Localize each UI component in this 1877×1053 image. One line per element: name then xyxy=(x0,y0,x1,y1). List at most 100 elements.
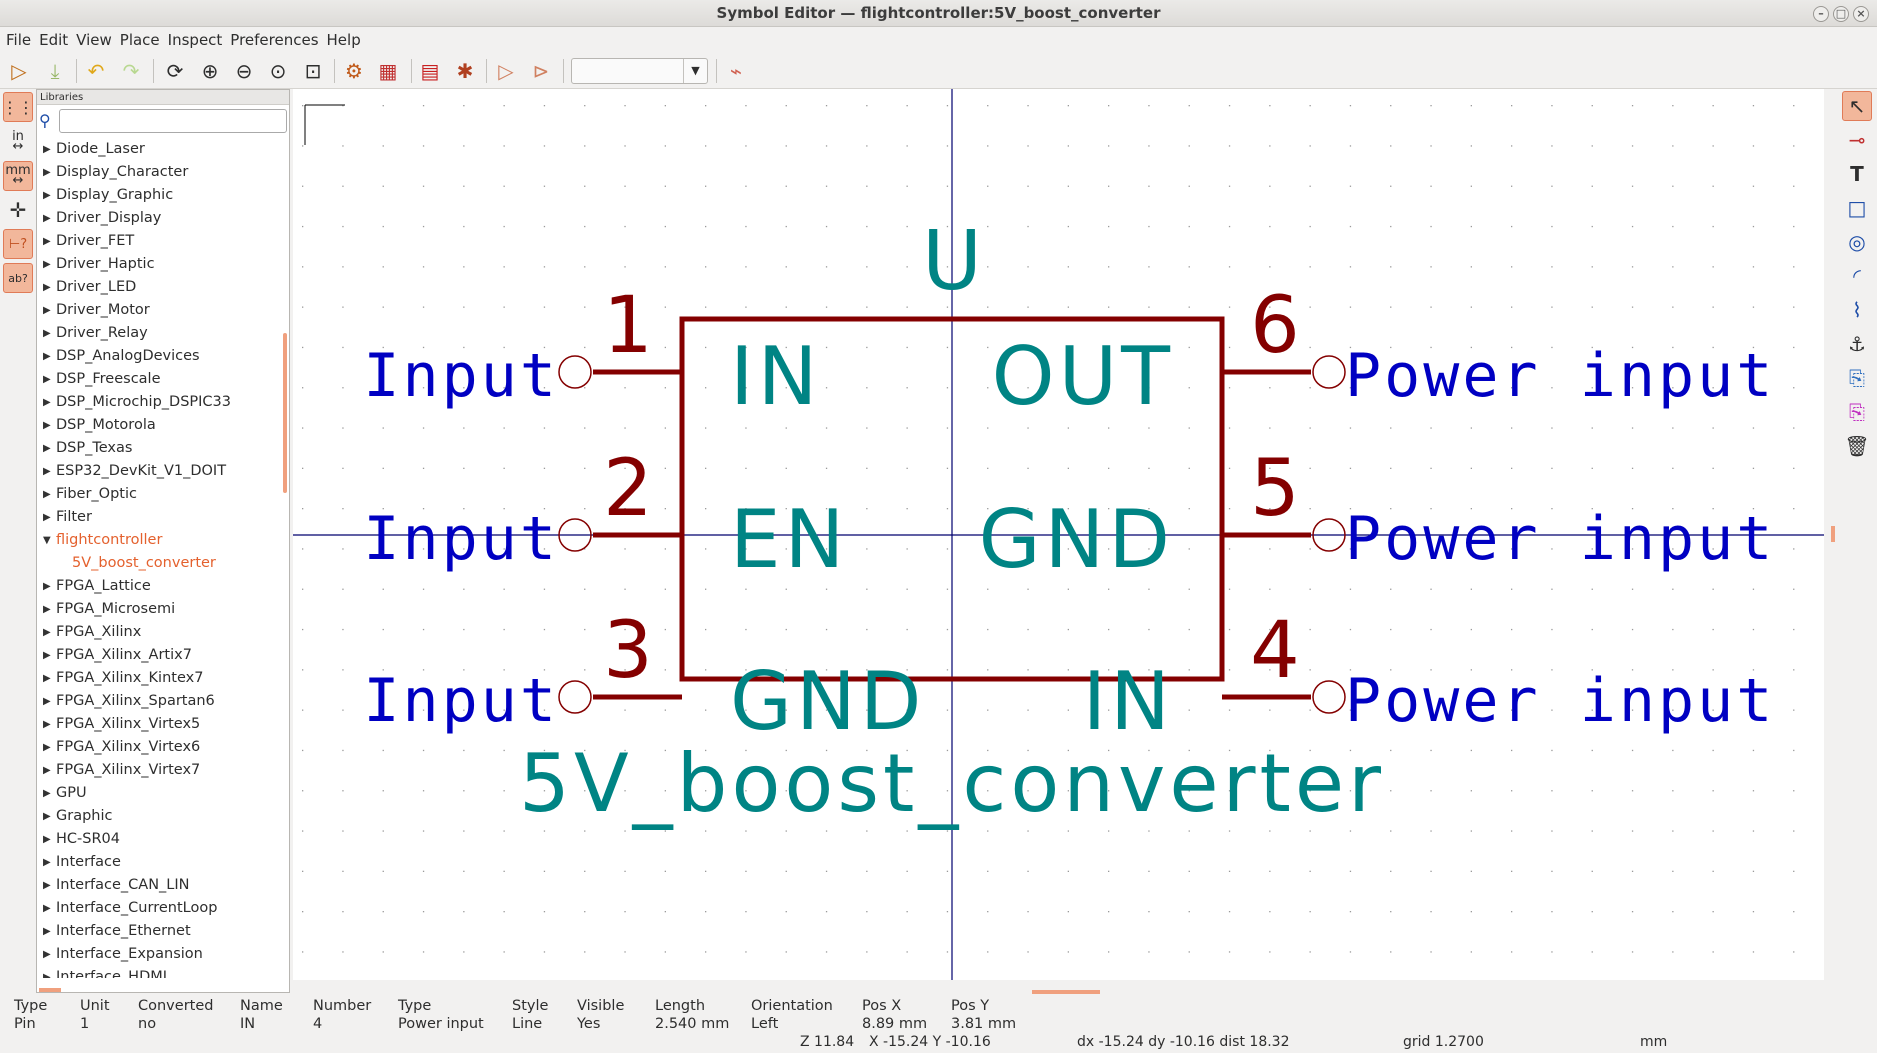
collapsed-arrow-icon[interactable]: ▶ xyxy=(43,581,51,592)
add-rectangle-icon[interactable]: □ xyxy=(1847,196,1867,220)
library-item[interactable]: ▼flightcontroller xyxy=(37,529,281,552)
library-item[interactable]: ▶Display_Graphic xyxy=(37,184,281,207)
library-item[interactable]: ▶Interface_CAN_LIN xyxy=(37,874,281,897)
collapsed-arrow-icon[interactable]: ▶ xyxy=(43,765,51,776)
library-item[interactable]: ▶Interface_HDMI xyxy=(37,966,281,978)
collapsed-arrow-icon[interactable]: ▶ xyxy=(43,926,51,937)
library-item[interactable]: ▶ESP32_DevKit_V1_DOIT xyxy=(37,460,281,483)
delete-tool-icon[interactable]: 🗑 xyxy=(1844,434,1870,458)
library-item[interactable]: ▶FPGA_Xilinx_Virtex7 xyxy=(37,759,281,782)
library-item[interactable]: ▶Driver_Haptic xyxy=(37,253,281,276)
symbol-properties-icon[interactable]: ⚙ xyxy=(345,59,363,83)
library-item[interactable]: ▶Driver_Motor xyxy=(37,299,281,322)
collapsed-arrow-icon[interactable]: ▶ xyxy=(43,972,51,978)
pin-mode-icon[interactable]: ⌁ xyxy=(729,59,743,83)
add-text-icon[interactable]: T xyxy=(1850,162,1864,186)
collapsed-arrow-icon[interactable]: ▶ xyxy=(43,903,51,914)
collapsed-arrow-icon[interactable]: ▶ xyxy=(43,259,51,270)
collapsed-arrow-icon[interactable]: ▶ xyxy=(43,351,51,362)
collapsed-arrow-icon[interactable]: ▶ xyxy=(43,305,51,316)
show-de-morgan-standard-icon[interactable]: ▷ xyxy=(498,59,514,83)
collapsed-arrow-icon[interactable]: ▶ xyxy=(43,650,51,661)
canvas-horizontal-scrollbar[interactable] xyxy=(1032,990,1100,994)
library-item[interactable]: ▶FPGA_Xilinx_Virtex6 xyxy=(37,736,281,759)
library-item[interactable]: ▶Display_Character xyxy=(37,161,281,184)
library-symbol-item[interactable]: 5V_boost_converter xyxy=(37,552,281,575)
collapsed-arrow-icon[interactable]: ▶ xyxy=(43,397,51,408)
collapsed-arrow-icon[interactable]: ▶ xyxy=(43,788,51,799)
collapsed-arrow-icon[interactable]: ▶ xyxy=(43,374,51,385)
refresh-icon[interactable]: ⟳ xyxy=(166,59,184,83)
library-scrollbar[interactable] xyxy=(281,138,289,978)
collapsed-arrow-icon[interactable]: ▶ xyxy=(43,190,51,201)
library-item[interactable]: ▶Graphic xyxy=(37,805,281,828)
undo-icon[interactable]: ↶ xyxy=(87,59,105,83)
library-item[interactable]: ▶Filter xyxy=(37,506,281,529)
maximize-icon[interactable]: □ xyxy=(1833,6,1849,22)
add-pin-icon[interactable]: ⊸ xyxy=(1848,128,1866,152)
show-de-morgan-alternate-icon[interactable]: ⊳ xyxy=(532,59,550,83)
collapsed-arrow-icon[interactable]: ▶ xyxy=(43,144,51,155)
menu-help[interactable]: Help xyxy=(326,31,361,49)
library-search-input[interactable] xyxy=(59,109,287,133)
library-item[interactable]: ▶Driver_LED xyxy=(37,276,281,299)
menu-edit[interactable]: Edit xyxy=(39,31,69,49)
zoom-fit-icon[interactable]: ⊙ xyxy=(269,59,287,83)
mm-units-button[interactable]: mm↔ xyxy=(3,161,33,191)
library-item[interactable]: ▶Driver_Display xyxy=(37,207,281,230)
export-graphics-icon[interactable]: ⎘ xyxy=(1849,400,1865,424)
collapsed-arrow-icon[interactable]: ▶ xyxy=(43,512,51,523)
collapsed-arrow-icon[interactable]: ▶ xyxy=(43,880,51,891)
new-symbol-icon[interactable]: ▷ xyxy=(11,59,27,83)
library-item[interactable]: ▶FPGA_Lattice xyxy=(37,575,281,598)
minimize-icon[interactable]: – xyxy=(1813,6,1829,22)
inch-units-button[interactable]: in↔ xyxy=(12,129,24,154)
erc-bug-icon[interactable]: ✱ xyxy=(456,59,474,83)
collapsed-arrow-icon[interactable]: ▶ xyxy=(43,949,51,960)
show-hidden-fields-icon[interactable]: ab? xyxy=(3,263,33,293)
canvas-vertical-scrollbar[interactable] xyxy=(1831,526,1835,542)
select-tool-icon[interactable]: ↖ xyxy=(1842,91,1872,121)
collapsed-arrow-icon[interactable]: ▶ xyxy=(43,857,51,868)
library-item[interactable]: ▶DSP_Microchip_DSPIC33 xyxy=(37,391,281,414)
library-horizontal-scrollbar[interactable] xyxy=(39,988,61,992)
library-item[interactable]: ▶FPGA_Xilinx_Kintex7 xyxy=(37,667,281,690)
zoom-out-icon[interactable]: ⊖ xyxy=(235,59,253,83)
library-item[interactable]: ▶FPGA_Microsemi xyxy=(37,598,281,621)
show-pin-electrical-type-icon[interactable]: ⊢? xyxy=(3,229,33,259)
menu-preferences[interactable]: Preferences xyxy=(230,31,319,49)
expanded-arrow-icon[interactable]: ▼ xyxy=(43,535,51,546)
library-item[interactable]: ▶DSP_Freescale xyxy=(37,368,281,391)
full-crosshair-icon[interactable]: ✛ xyxy=(9,198,27,222)
collapsed-arrow-icon[interactable]: ▶ xyxy=(43,834,51,845)
collapsed-arrow-icon[interactable]: ▶ xyxy=(43,443,51,454)
export-pdf-icon[interactable]: ▤ xyxy=(420,59,440,83)
library-item[interactable]: ▶Driver_Relay xyxy=(37,322,281,345)
collapsed-arrow-icon[interactable]: ▶ xyxy=(43,811,51,822)
collapsed-arrow-icon[interactable]: ▶ xyxy=(43,167,51,178)
add-circle-icon[interactable]: ◎ xyxy=(1848,230,1866,254)
collapsed-arrow-icon[interactable]: ▶ xyxy=(43,604,51,615)
zoom-in-icon[interactable]: ⊕ xyxy=(201,59,219,83)
library-scrollbar-thumb[interactable] xyxy=(283,333,287,493)
library-item[interactable]: ▶Interface_CurrentLoop xyxy=(37,897,281,920)
add-polyline-icon[interactable]: ⌇ xyxy=(1852,298,1862,322)
collapsed-arrow-icon[interactable]: ▶ xyxy=(43,696,51,707)
collapsed-arrow-icon[interactable]: ▶ xyxy=(43,489,51,500)
library-item[interactable]: ▶Diode_Laser xyxy=(37,138,281,161)
collapsed-arrow-icon[interactable]: ▶ xyxy=(43,719,51,730)
add-arc-icon[interactable]: ◜ xyxy=(1853,264,1861,288)
collapsed-arrow-icon[interactable]: ▶ xyxy=(43,420,51,431)
collapsed-arrow-icon[interactable]: ▶ xyxy=(43,466,51,477)
menu-inspect[interactable]: Inspect xyxy=(167,31,223,49)
collapsed-arrow-icon[interactable]: ▶ xyxy=(43,673,51,684)
library-item[interactable]: ▶Interface xyxy=(37,851,281,874)
collapsed-arrow-icon[interactable]: ▶ xyxy=(43,328,51,339)
library-item[interactable]: ▶FPGA_Xilinx_Virtex5 xyxy=(37,713,281,736)
library-item[interactable]: ▶FPGA_Xilinx xyxy=(37,621,281,644)
library-item[interactable]: ▶GPU xyxy=(37,782,281,805)
save-icon[interactable]: ⤓ xyxy=(50,59,60,83)
menu-file[interactable]: File xyxy=(6,31,32,49)
collapsed-arrow-icon[interactable]: ▶ xyxy=(43,213,51,224)
